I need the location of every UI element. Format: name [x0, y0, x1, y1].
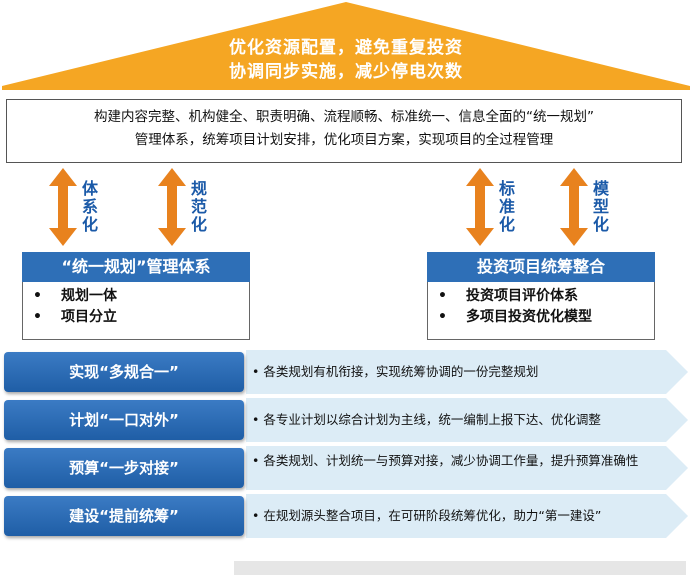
left-panel-title: “统一规划”管理体系 [22, 252, 250, 282]
double-arrow-icon [49, 168, 77, 246]
row-label-budget: 预算“一步对接” [4, 448, 244, 488]
double-arrow-icon [466, 168, 494, 246]
row-label-multi-plan: 实现“多规合一” [4, 352, 244, 392]
row-text-construction: • 在规划源头整合项目，在可研阶段统筹优化，助力“第一建设” [252, 508, 602, 523]
list-item: •投资项目评价体系 [438, 288, 578, 304]
row-text-single-window: • 各专业计划以综合计划为主线，统一编制上报下达、优化调整 [252, 412, 601, 427]
row-arrow-shape [246, 398, 688, 442]
double-arrow-icon [158, 168, 186, 246]
bottom-bar [234, 561, 686, 575]
row-label-construction: 建设“提前统筹” [4, 496, 244, 536]
left-panel-body: •规划一体 •项目分立 [22, 282, 250, 340]
list-item: •多项目投资优化模型 [438, 309, 592, 325]
roof-banner [2, 2, 690, 90]
right-panel-title: 投资项目统筹整合 [427, 252, 655, 282]
roof-line-1: 优化资源配置，避免重复投资 [229, 38, 463, 58]
arrow-label-system: 体系化 [81, 179, 98, 234]
top-description-line-2: 管理体系，统筹项目计划安排，优化项目方案，实现项目的全过程管理 [134, 132, 554, 148]
arrow-label-model: 模型化 [592, 179, 609, 234]
top-description-line-1: 构建内容完整、机构健全、职责明确、流程顺畅、标准统一、信息全面的“统一规划” [94, 109, 594, 125]
right-panel-body: •投资项目评价体系 •多项目投资优化模型 [427, 282, 655, 340]
left-panel: “统一规划”管理体系 •规划一体 •项目分立 [22, 252, 250, 340]
arrow-label-standardize: 规范化 [190, 179, 207, 234]
list-item: •规划一体 [33, 288, 117, 304]
row-text-multi-plan: • 各类规划有机衔接，实现统筹协调的一份完整规划 [252, 364, 539, 379]
list-item: •项目分立 [33, 309, 117, 325]
right-panel: 投资项目统筹整合 •投资项目评价体系 •多项目投资优化模型 [427, 252, 655, 340]
top-description-box: 构建内容完整、机构健全、职责明确、流程顺畅、标准统一、信息全面的“统一规划” 管… [6, 99, 682, 163]
row-arrow-shape [246, 350, 688, 394]
row-arrow-shape [246, 446, 688, 490]
row-text-budget: • 各类规划、计划统一与预算对接，减少协调工作量，提升预算准确性 [252, 453, 639, 468]
row-arrow-shape [246, 494, 688, 538]
row-label-single-window: 计划“一口对外” [4, 400, 244, 440]
arrow-label-normalize: 标准化 [498, 179, 515, 234]
double-arrow-icon [560, 168, 588, 246]
roof-line-2: 协调同步实施，减少停电次数 [229, 62, 463, 82]
